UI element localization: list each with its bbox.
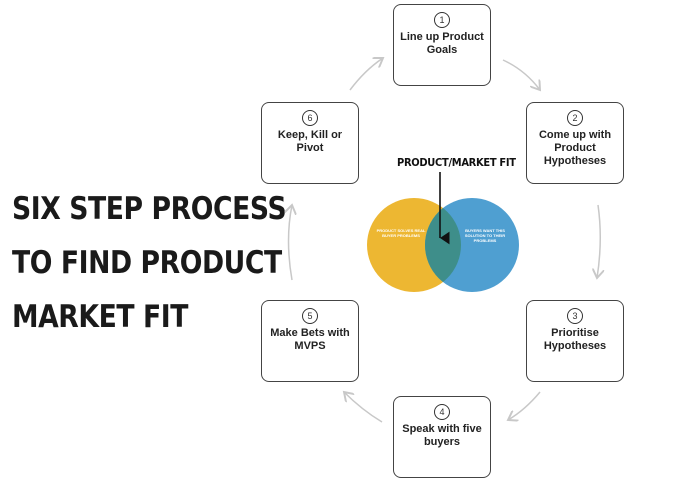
step-2-number: 2 — [567, 110, 583, 126]
venn-right-text: BUYERS WANT THIS SOLUTION TO THEIR PROBL… — [464, 228, 506, 243]
step-3-box: 3 Prioritise Hypotheses — [526, 300, 624, 382]
headline-line-3: MARKET FIT — [12, 299, 189, 335]
venn-title: PRODUCT/MARKET FIT — [397, 156, 516, 169]
step-5-box: 5 Make Bets with MVPS — [261, 300, 359, 382]
step-1-label: Line up Product Goals — [400, 31, 484, 56]
arrow-3-to-4 — [508, 391, 541, 420]
step-2-box: 2 Come up with Product Hypotheses — [526, 102, 624, 184]
step-6-number: 6 — [302, 110, 318, 126]
step-2-label: Come up with Product Hypotheses — [538, 129, 612, 167]
step-4-box: 4 Speak with five buyers — [393, 396, 491, 478]
step-3-label: Prioritise Hypotheses — [543, 327, 607, 352]
step-1-box: 1 Line up Product Goals — [393, 4, 491, 86]
step-4-label: Speak with five buyers — [402, 423, 482, 448]
arrow-6-to-1 — [349, 58, 383, 91]
venn-left-text: PRODUCT SOLVES REAL BUYER PROBLEMS — [376, 228, 426, 238]
step-5-label: Make Bets with MVPS — [270, 327, 350, 352]
arrow-2-to-3 — [597, 204, 600, 278]
step-6-box: 6 Keep, Kill or Pivot — [261, 102, 359, 184]
arrow-1-to-2 — [502, 59, 540, 90]
step-1-number: 1 — [434, 12, 450, 28]
step-6-label: Keep, Kill or Pivot — [277, 129, 343, 154]
step-5-number: 5 — [302, 308, 318, 324]
step-3-number: 3 — [567, 308, 583, 324]
venn-overlap — [425, 198, 461, 292]
arrow-4-to-5 — [344, 392, 383, 423]
arrow-5-to-6 — [289, 205, 293, 281]
step-4-number: 4 — [434, 404, 450, 420]
